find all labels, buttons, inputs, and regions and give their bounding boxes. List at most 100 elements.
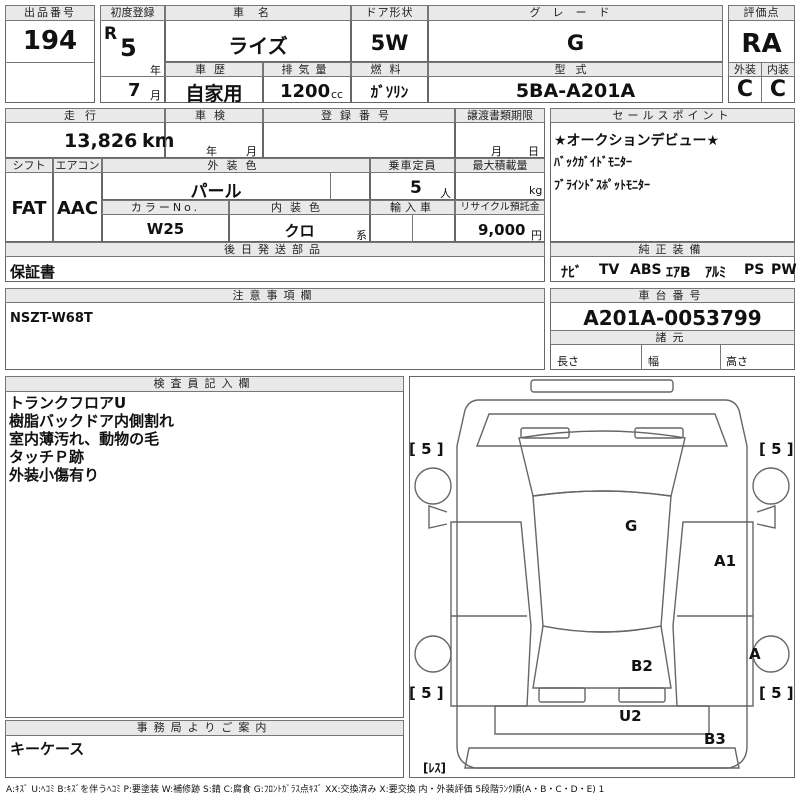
inspector-label: 検査員記入欄 xyxy=(5,376,404,392)
rear-bumper xyxy=(464,747,740,769)
body-outline xyxy=(456,399,748,769)
interior-score-value: C xyxy=(769,77,787,102)
equipment-item: TV xyxy=(599,262,620,278)
width-label: 幅 xyxy=(648,355,659,368)
transfer-label: 譲渡書類期限 xyxy=(455,108,545,123)
length-label: 長さ xyxy=(557,355,579,368)
model-value: 5BA-A201A xyxy=(515,80,636,102)
capacity-label: 乗車定員 xyxy=(370,158,455,173)
color-no-value: W25 xyxy=(146,220,185,238)
front-vent-right xyxy=(634,427,684,439)
history-label: 車歴 xyxy=(165,62,263,77)
inspection-month-unit: 月 xyxy=(246,145,257,158)
sales-points-box xyxy=(550,108,795,242)
height-label: 高さ xyxy=(726,355,748,368)
rear-left-tire xyxy=(414,635,452,673)
exterior-score-value: C xyxy=(736,77,754,102)
fuel-label: 燃料 xyxy=(351,62,428,77)
tire-rating: [ 5 ] xyxy=(409,440,444,458)
door-value: 5W xyxy=(370,31,409,55)
month-value: 7 xyxy=(128,80,141,101)
mileage-label: 走行 xyxy=(5,108,165,123)
transfer-day-unit: 日 xyxy=(528,145,539,158)
windshield xyxy=(518,430,686,497)
int-color-unit: 系 xyxy=(356,229,367,242)
divider xyxy=(330,173,331,200)
displacement-value: 1200 xyxy=(280,81,331,102)
recycle-value: 9,000 xyxy=(478,221,526,239)
sales-point-item: ﾊﾞｯｸｶﾞｲﾄﾞﾓﾆﾀｰ xyxy=(554,155,633,169)
displacement-label: 排気量 xyxy=(263,62,351,77)
dimensions-label: 諸元 xyxy=(550,330,795,345)
max-load-unit: kg xyxy=(529,184,543,197)
equipment-item: PS xyxy=(744,262,765,278)
ext-color-value: パール xyxy=(190,182,242,202)
caution-value: NSZT-W68T xyxy=(10,311,93,326)
year-unit: 年 xyxy=(150,64,161,77)
damage-mark: B2 xyxy=(631,657,653,675)
chassis-label: 車台番号 xyxy=(550,288,795,303)
int-color-label: 内装色 xyxy=(229,200,370,215)
front-left-tire xyxy=(414,467,452,505)
tire-rating: [ 5 ] xyxy=(409,684,444,702)
left-side xyxy=(450,521,532,707)
score-value: RA xyxy=(741,29,782,59)
score-label: 評価点 xyxy=(728,5,795,21)
chassis-value: A201A-0053799 xyxy=(583,306,762,330)
later-parts-value: 保証書 xyxy=(10,263,56,281)
recycle-label: リサイクル預託金 xyxy=(455,200,545,215)
office-label: 事務局よりご案内 xyxy=(5,720,404,736)
aircon-value: AAC xyxy=(56,198,99,219)
right-side xyxy=(672,521,754,707)
rear-lamp-right xyxy=(618,687,666,703)
rear-lamp-left xyxy=(538,687,586,703)
month-unit: 月 xyxy=(150,89,161,102)
max-load-label: 最大積載量 xyxy=(455,158,545,173)
equipment-item: ｱﾙﾐ xyxy=(705,265,726,281)
sales-point-item: ★オークションデビュー★ xyxy=(554,133,720,149)
top-bar xyxy=(530,379,674,393)
color-no-label: カラーNo. xyxy=(102,200,229,215)
year-value: 5 xyxy=(120,34,137,62)
equipment-item: ﾅﾋﾞ xyxy=(561,265,582,281)
equipment-label: 純正装備 xyxy=(550,242,795,257)
capacity-unit: 人 xyxy=(440,187,451,200)
damage-mark: A xyxy=(749,645,761,663)
divider xyxy=(641,345,642,370)
interior-score-label: 内装 xyxy=(761,62,795,77)
tire-rating: [ 5 ] xyxy=(759,684,794,702)
equipment-item: ｴｱB xyxy=(666,265,691,281)
registration-label: 登録番号 xyxy=(263,108,455,123)
door-label: ドア形状 xyxy=(351,5,428,21)
import-label: 輸入車 xyxy=(370,200,455,215)
car-diagram: [ 5 ] [ 5 ] [ 5 ] [ 5 ] G A1 A B2 U2 B3 … xyxy=(409,379,794,775)
displacement-unit: cc xyxy=(331,88,344,101)
later-parts-label: 後日発送部品 xyxy=(5,242,545,257)
caution-label: 注意事項欄 xyxy=(5,288,545,303)
inspector-line: タッチＰ跡 xyxy=(9,448,85,466)
front-vent-left xyxy=(520,427,570,439)
shift-label: シフト xyxy=(5,158,53,173)
shift-value: FAT xyxy=(11,198,47,219)
hood-line xyxy=(475,413,729,447)
aircon-label: エアコン xyxy=(53,158,102,173)
sales-points-label: セールスポイント xyxy=(550,108,795,123)
equipment-item: PW xyxy=(771,262,797,278)
spare-tire-mark: [ﾚｽ] xyxy=(423,761,446,775)
right-mirror xyxy=(756,505,776,529)
divider xyxy=(720,345,721,370)
inspector-line: 室内薄汚れ、動物の毛 xyxy=(9,430,160,448)
inspector-line: トランクフロアU xyxy=(9,394,127,412)
divider xyxy=(5,62,95,63)
car-name-value: ライズ xyxy=(228,34,288,58)
lot-number-value: 194 xyxy=(22,26,78,56)
car-diagram-box xyxy=(409,376,795,778)
legend: A:ｷｽﾞ U:ﾍｺﾐ B:ｷｽﾞを伴うﾍｺﾐ P:要塗装 W:補修跡 S:錆 … xyxy=(6,785,605,795)
office-value: キーケース xyxy=(10,740,85,758)
history-value: 自家用 xyxy=(185,83,243,105)
model-label: 型式 xyxy=(428,62,723,77)
left-mirror xyxy=(428,505,448,529)
mileage-value: 13,826 xyxy=(64,130,138,152)
int-color-value: クロ xyxy=(284,222,315,240)
exterior-score-label: 外装 xyxy=(728,62,762,77)
